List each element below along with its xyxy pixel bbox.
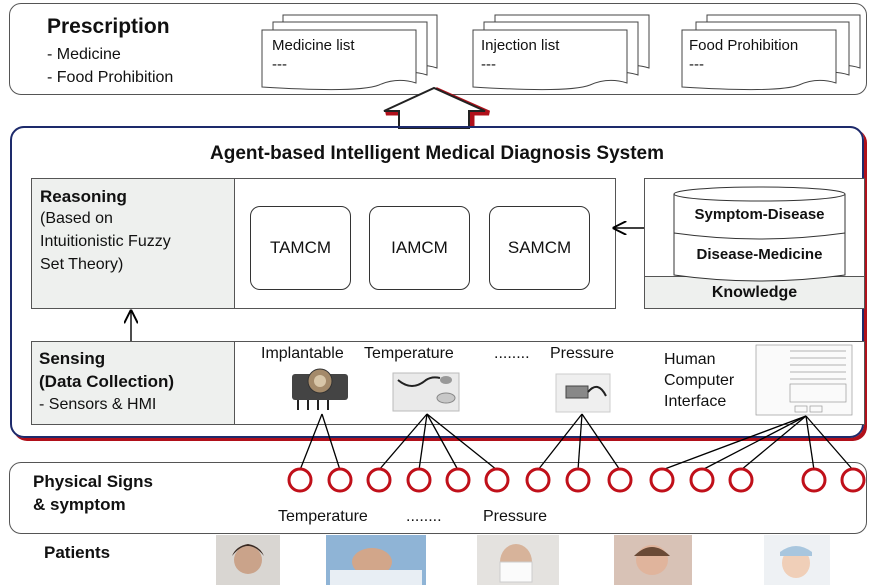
sensor-label-temperature: Temperature <box>364 345 454 362</box>
doc-food-prohibition-title: Food Prohibition <box>689 37 799 54</box>
symptom-node <box>607 467 633 493</box>
doc-injection-list-body: --- <box>481 56 496 73</box>
reasoning-line-1: (Based on <box>40 210 113 227</box>
doc-injection-list-title: Injection list <box>481 37 560 54</box>
symptom-node <box>287 467 313 493</box>
db-symptom-disease: Symptom-Disease <box>694 206 825 223</box>
system-title: Agent-based Intelligent Medical Diagnosi… <box>210 143 664 164</box>
db-disease-medicine: Disease-Medicine <box>696 246 823 263</box>
symptom-node <box>649 467 675 493</box>
prescription-item-medicine: - Medicine <box>47 46 121 63</box>
sensing-sensors-hmi: - Sensors & HMI <box>39 396 157 413</box>
symptom-node <box>366 467 392 493</box>
hmi-label-2: Computer <box>664 372 735 389</box>
patient-photo-2 <box>326 535 426 585</box>
reasoning-line-3: Set Theory) <box>40 256 124 273</box>
symptom-node <box>840 467 866 493</box>
knowledge-label-box <box>644 276 865 309</box>
patient-photo-3 <box>477 535 559 585</box>
reasoning-line-2: Intuitionistic Fuzzy <box>40 233 171 250</box>
patient-photo-1 <box>216 535 280 585</box>
sensor-label-pressure: Pressure <box>550 345 615 362</box>
reasoning-label-box <box>31 178 235 309</box>
sensor-label-implantable: Implantable <box>261 345 344 362</box>
symptom-node <box>565 467 591 493</box>
physical-label-temperature: Temperature <box>278 508 368 525</box>
symptom-node <box>445 467 471 493</box>
implantable-sensor-icon <box>292 368 348 410</box>
agent-iamcm: IAMCM <box>369 206 470 290</box>
symptom-node <box>728 467 754 493</box>
physical-signs-panel <box>9 462 867 534</box>
patient-photo-4 <box>614 535 692 585</box>
sensing-title: Sensing <box>39 349 106 368</box>
patients-label: Patients <box>44 543 111 562</box>
hmi-label-1: Human <box>664 351 716 368</box>
prescription-item-food: - Food Prohibition <box>47 69 174 86</box>
sensing-subtitle: (Data Collection) <box>39 372 175 391</box>
temperature-sensor-icon <box>392 372 460 412</box>
reasoning-title: Reasoning <box>40 187 127 206</box>
symptom-node <box>801 467 827 493</box>
prescription-title: Prescription <box>47 15 170 38</box>
symptom-node <box>525 467 551 493</box>
symptom-node <box>406 467 432 493</box>
doc-food-prohibition-body: --- <box>689 56 704 73</box>
hmi-label-3: Interface <box>664 393 727 410</box>
physical-label-dots: ........ <box>406 508 442 525</box>
symptom-node <box>689 467 715 493</box>
agent-samcm: SAMCM <box>489 206 590 290</box>
physical-label-pressure: Pressure <box>483 508 548 525</box>
pressure-sensor-icon <box>555 373 611 413</box>
hmi-form-icon <box>755 344 853 416</box>
knowledge-label: Knowledge <box>711 284 798 301</box>
doc-medicine-list-body: --- <box>272 56 287 73</box>
symptom-nodes <box>287 467 866 493</box>
doc-medicine-list-title: Medicine list <box>272 37 355 54</box>
symptom-node <box>327 467 353 493</box>
physical-signs-title-1: Physical Signs <box>33 472 153 491</box>
patient-photo-5 <box>764 535 830 585</box>
symptom-node <box>484 467 510 493</box>
agent-tamcm: TAMCM <box>250 206 351 290</box>
physical-signs-title-2: & symptom <box>33 495 126 514</box>
sensing-label-box <box>31 341 235 425</box>
sensor-label-dots: ........ <box>494 345 530 362</box>
